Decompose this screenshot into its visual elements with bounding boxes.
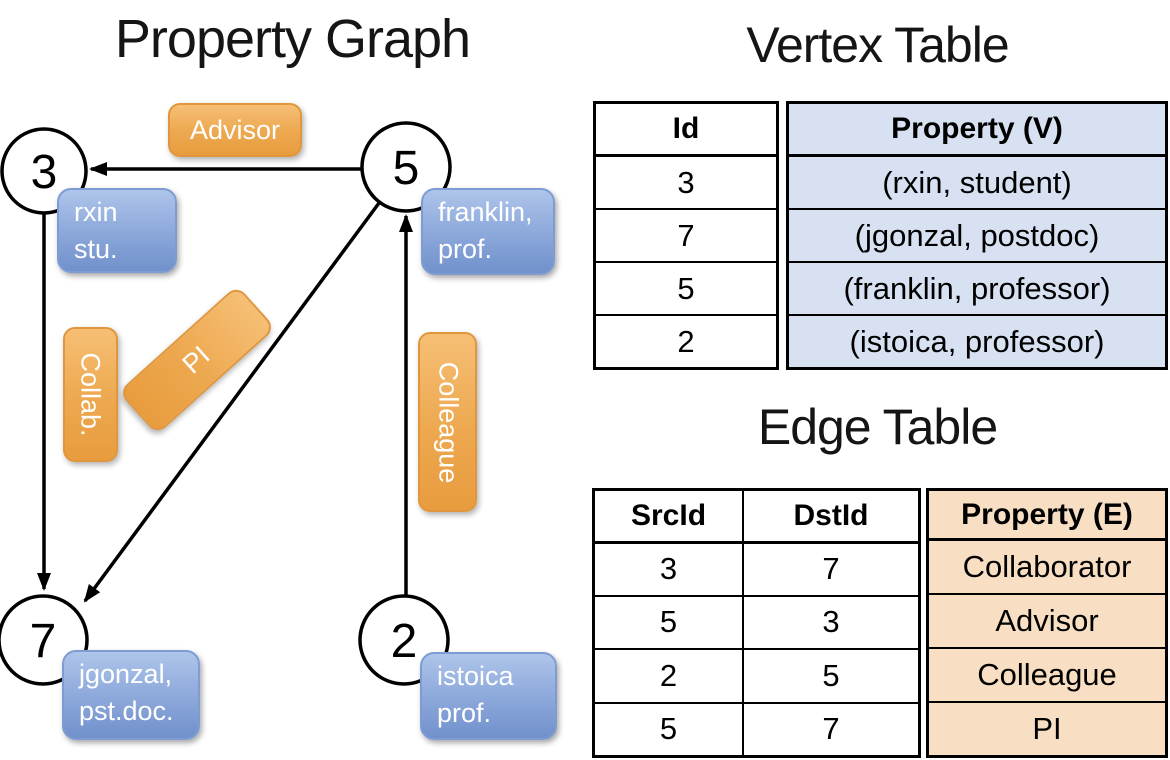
edge-table-row-0-property: Collaborator <box>962 549 1132 584</box>
edge-label-colleague-text: Colleague <box>433 361 463 483</box>
edge-table-row-3-property: PI <box>929 701 1165 755</box>
edge-table-src-dst-columns: SrcId DstId 3 7 5 3 2 5 5 7 <box>592 488 921 758</box>
vertex-7-property-line1: jgonzal, <box>79 659 173 689</box>
edge-table-property-column: Property (E) Collaborator Advisor Collea… <box>926 488 1168 758</box>
vertex-table-property-header: Property (V) <box>789 104 1165 157</box>
edge-table-property-header: Property (E) <box>929 491 1165 541</box>
edge-table-row-0-dst: 7 <box>742 541 918 595</box>
vertex-3-property-line1: rxin <box>74 197 118 227</box>
vertex-2-property-line1: istoica <box>437 661 514 691</box>
vertex-2-property-line2: prof. <box>437 698 492 728</box>
edge-table-row-2-dst: 5 <box>742 648 918 702</box>
vertex-table-id-column: Id 3 7 5 2 <box>593 101 779 370</box>
vertex-7-property-line2: pst.doc. <box>79 696 174 726</box>
edge-table-row-0-src: 3 <box>595 541 742 595</box>
edge-table-row-1-src: 5 <box>595 594 742 649</box>
vertex-table-property-column: Property (V) (rxin, student) (jgonzal, p… <box>786 101 1168 370</box>
edge-table-row-1-property: Advisor <box>929 593 1165 647</box>
edge-label-colleague: Colleague <box>418 332 477 512</box>
edge-table-srcid-header: SrcId <box>630 499 707 532</box>
property-graph-title: Property Graph <box>114 9 471 69</box>
vertex-2-property-box: istoica prof. <box>420 652 557 740</box>
edge-table-row-2-src: 2 <box>595 648 742 702</box>
node-7-id: 7 <box>30 615 57 668</box>
edge-table-row-3-src: 5 <box>595 701 742 756</box>
vertex-table-row-3-id: 2 <box>596 314 776 367</box>
vertex-7-property-box: jgonzal, pst.doc. <box>62 650 200 740</box>
vertex-5-property-line1: franklin, <box>438 197 533 227</box>
edge-table-row-1-dst: 3 <box>742 594 918 648</box>
edge-table-row-2-property: Colleague <box>929 647 1165 701</box>
edge-table-dstid-header: DstId <box>742 491 918 541</box>
edge-label-pi-text: PI <box>177 339 217 380</box>
vertex-table-row-0-property: (rxin, student) <box>882 164 1072 200</box>
edge-label-advisor: Advisor <box>168 103 302 157</box>
vertex-table-row-1-property: (jgonzal, postdoc) <box>789 208 1165 261</box>
vertex-3-property-box: rxin stu. <box>57 188 177 273</box>
edge-label-collab: Collab. <box>63 327 118 462</box>
node-5-id: 5 <box>393 142 420 195</box>
vertex-5-property-box: franklin, prof. <box>421 188 555 275</box>
edge-5-to-7-arrow <box>83 201 381 603</box>
vertex-3-property-line2: stu. <box>74 234 118 264</box>
node-2-id: 2 <box>391 615 418 668</box>
vertex-table-title: Vertex Table <box>746 17 1009 73</box>
vertex-table-id-header: Id <box>596 104 776 157</box>
edge-table-row-3-dst: 7 <box>742 701 918 755</box>
vertex-table-row-2-id: 5 <box>596 261 776 314</box>
vertex-table-row-3-property: (istoica, professor) <box>789 314 1165 367</box>
vertex-table-row-2-property: (franklin, professor) <box>789 261 1165 314</box>
vertex-table-row-1-id: 7 <box>596 208 776 261</box>
vertex-5-property-line2: prof. <box>438 234 493 264</box>
vertex-table-row-0-id: 3 <box>677 164 695 200</box>
edge-label-advisor-text: Advisor <box>189 114 281 145</box>
node-3-id: 3 <box>31 146 58 199</box>
property-graph-canvas: 3 5 7 2 <box>0 121 452 686</box>
edge-label-collab-text: Collab. <box>76 352 107 437</box>
edge-table-title: Edge Table <box>757 399 998 455</box>
